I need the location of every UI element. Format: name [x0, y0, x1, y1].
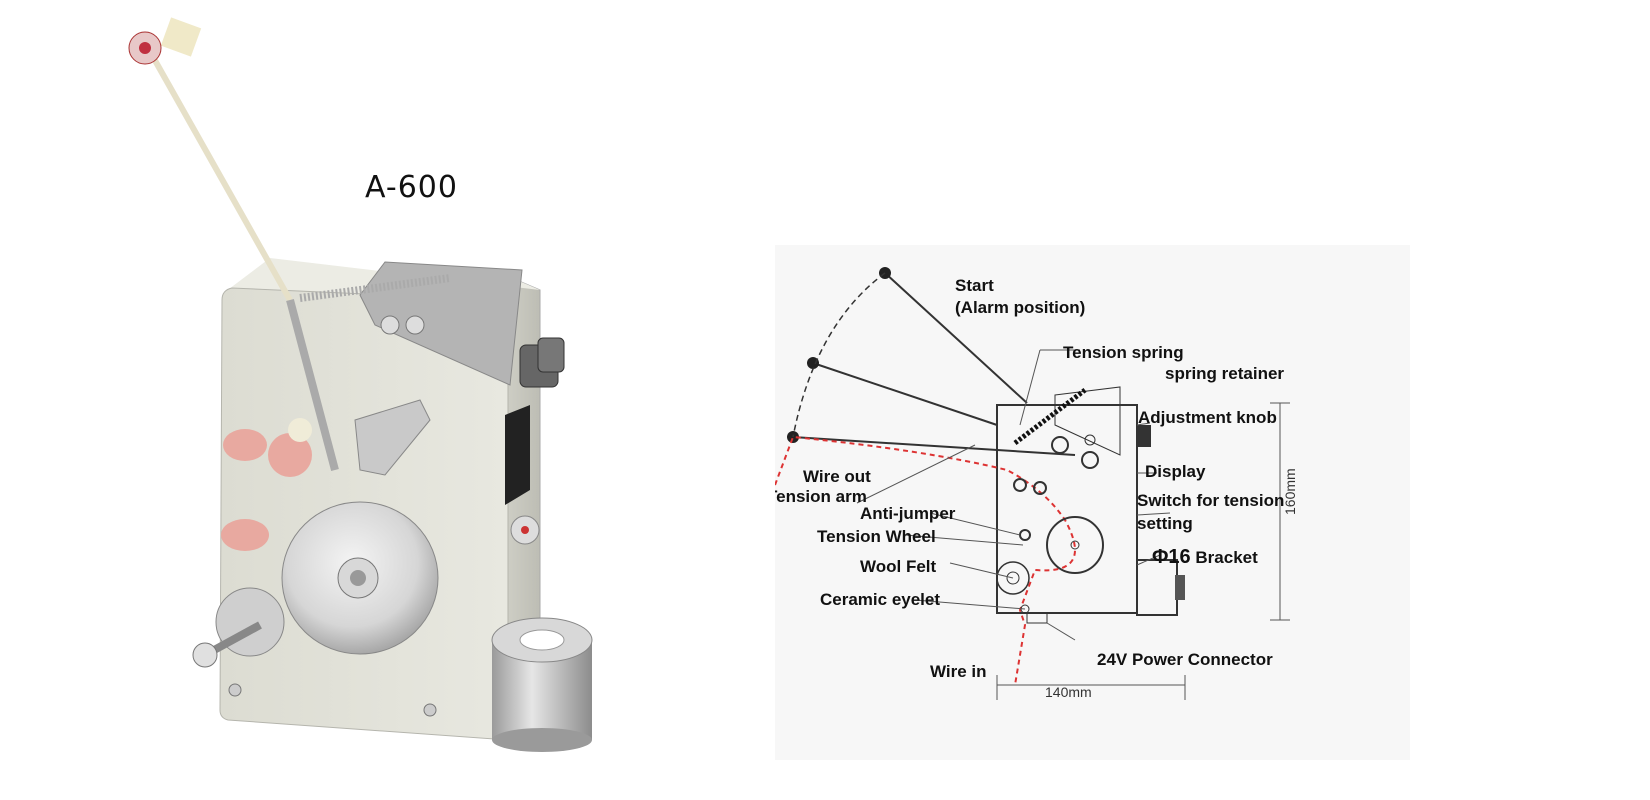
label-bracket: Φ16 Bracket: [1152, 546, 1258, 568]
retainer-plate: [1054, 386, 1121, 456]
label-switch-line2: setting: [1137, 514, 1193, 533]
diagram-panel: [775, 245, 1410, 760]
label-adjustment-knob: Adjustment knob: [1138, 408, 1277, 427]
spring-retainer-plate: [359, 261, 523, 386]
dimension-height: 160mm: [1282, 468, 1298, 515]
label-switch-line1: Switch for tension: [1137, 491, 1284, 510]
tension-arm-rod: [145, 46, 293, 302]
label-wire-out: Wire out: [803, 467, 871, 486]
housing-outline: [996, 404, 1138, 614]
label-wool-felt: Wool Felt: [860, 557, 937, 576]
arm-start: [884, 272, 1028, 404]
adjustment-knob-2: [537, 337, 565, 373]
label-wire-in: Wire in: [930, 662, 987, 681]
label-ceramic-eyelet: Ceramic eyelet: [820, 590, 940, 609]
label-tension-arm: Tension arm: [775, 487, 867, 506]
label-alarm-position: (Alarm position): [955, 298, 1085, 317]
tension-spring: [299, 274, 451, 302]
pink-guide-1: [223, 429, 267, 461]
label-power-connector: 24V Power Connector: [1097, 650, 1273, 669]
product-model-title: A-600: [365, 170, 458, 205]
technical-diagram: Start (Alarm position) Tension spring sp…: [775, 267, 1298, 700]
arm-bracket: [354, 399, 431, 476]
arm-swing-arc: [792, 272, 886, 438]
label-spring-retainer: spring retainer: [1165, 364, 1284, 383]
label-tension-spring: Tension spring: [1063, 343, 1184, 362]
product-photo: [128, 17, 593, 752]
label-anti-jumper: Anti-jumper: [860, 504, 956, 523]
label-bracket-prefix: Φ16: [1152, 546, 1191, 568]
dimension-width: 140mm: [1045, 684, 1092, 700]
tension-wheel-diagram: [1046, 516, 1104, 574]
wool-felt-diagram: [996, 561, 1030, 595]
label-tension-wheel: Tension Wheel: [817, 527, 936, 546]
pink-guide-3: [221, 519, 269, 551]
label-bracket-text: Bracket: [1191, 548, 1258, 567]
bracket-diagram: [1136, 559, 1178, 616]
power-connector-diagram: [1026, 612, 1048, 624]
spring-shape: [1013, 388, 1087, 445]
arm-wireout: [792, 436, 1076, 456]
knob-diagram: [1137, 425, 1151, 447]
arm-mid: [812, 362, 998, 426]
label-display: Display: [1145, 462, 1206, 481]
display-window: [505, 405, 530, 505]
pink-guide-2: [268, 433, 312, 477]
tension-arm-tip: [160, 17, 202, 57]
label-start: Start: [955, 276, 994, 295]
